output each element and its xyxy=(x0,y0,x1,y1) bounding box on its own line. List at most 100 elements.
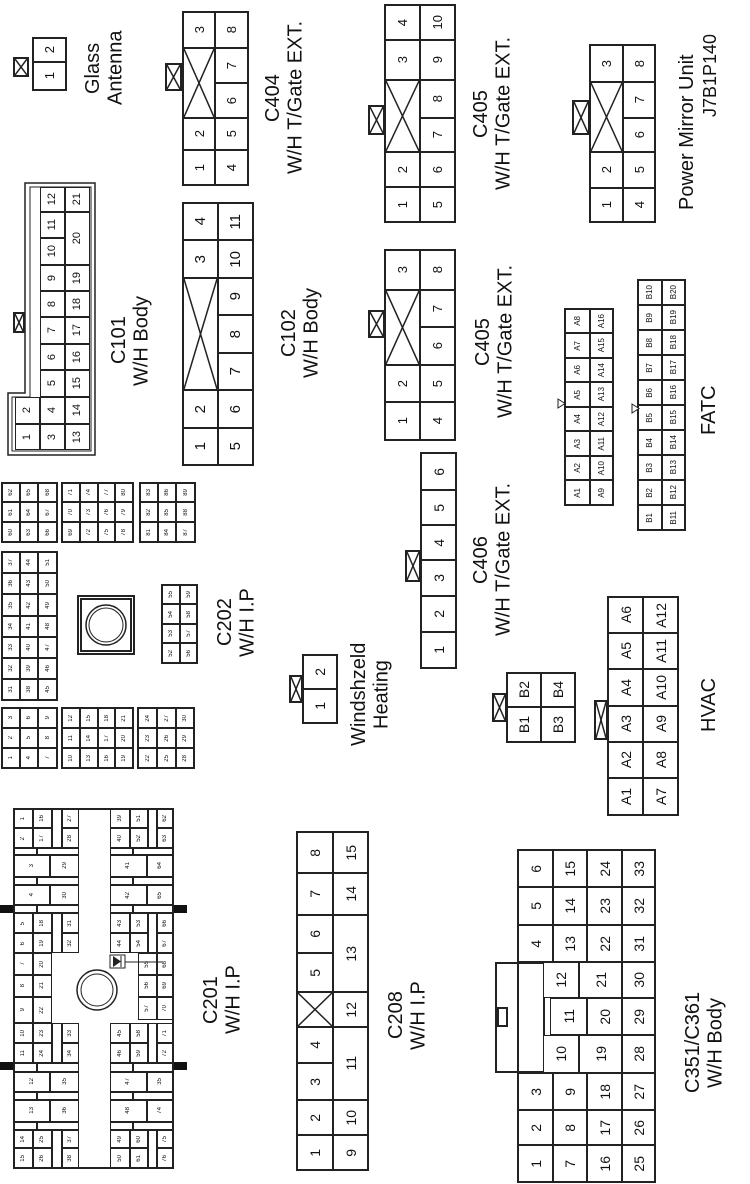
pin-cell: 9 xyxy=(333,1135,368,1170)
pin-cell: A4 xyxy=(608,669,643,706)
pin-cell: 52 xyxy=(130,828,149,849)
pin-number: 3 xyxy=(395,266,410,274)
spacer-cell xyxy=(36,876,79,885)
pin-cell: 3 xyxy=(40,424,65,450)
pin-number: 2 xyxy=(42,46,57,54)
pin-number: 64 xyxy=(156,862,163,870)
pin-cell: 86 xyxy=(158,483,176,502)
pin-number: 6 xyxy=(430,342,445,350)
pin-cell: 29 xyxy=(50,855,79,877)
pin-number: 74 xyxy=(86,489,92,496)
pin-number: 4 xyxy=(430,417,445,425)
pin-number: 16 xyxy=(39,814,46,822)
pin-cell: 5 xyxy=(20,728,38,748)
pin-cell: 18 xyxy=(33,913,52,934)
pin-number: 10 xyxy=(20,1029,27,1037)
pin-number: 38 xyxy=(26,686,32,693)
pin-number: 48 xyxy=(125,1107,132,1115)
pin-cell: 76 xyxy=(156,1148,174,1169)
pin-number: B18 xyxy=(668,335,678,350)
pin-number: B13 xyxy=(668,460,678,475)
pin-cell: B6 xyxy=(638,380,662,405)
pin-cell: B4 xyxy=(541,673,575,707)
pin-number: 76 xyxy=(161,1154,168,1162)
pin-cell: 30 xyxy=(622,962,655,998)
pin-number: 66 xyxy=(161,919,168,927)
pin-cell: 7 xyxy=(40,317,65,344)
pin-number: 34 xyxy=(67,1049,74,1057)
pin-cell: B20 xyxy=(662,280,685,305)
pin-cell: 9 xyxy=(13,996,34,1024)
pin-cell: 3 xyxy=(518,1073,553,1110)
pin-cell: 9 xyxy=(420,40,455,80)
pin-cell: 31 xyxy=(2,679,20,700)
pin-cell: 15 xyxy=(13,1148,34,1169)
pin-number: B3 xyxy=(645,462,654,473)
pin-cell: 57 xyxy=(138,996,157,1020)
pin-cell: A1 xyxy=(565,480,590,505)
pin-cell: 62 xyxy=(156,808,174,829)
pin-cell: B17 xyxy=(662,355,685,380)
pin-cell: 69 xyxy=(62,522,80,542)
pin-cell: 31 xyxy=(622,925,655,962)
pin-number: 45 xyxy=(44,686,51,693)
pin-number: 69 xyxy=(68,528,74,536)
pin-cell: B10 xyxy=(638,280,662,305)
pin-number: 31 xyxy=(67,919,74,927)
pin-cell: 10 xyxy=(62,748,80,768)
spacer-cell xyxy=(110,1091,134,1100)
pin-number: 10 xyxy=(430,15,445,30)
spacer-cell xyxy=(13,1091,37,1100)
pin-number: 13 xyxy=(562,935,578,952)
pin-cell: 1 xyxy=(590,188,623,222)
pin-number: B10 xyxy=(645,285,654,300)
pin-cell: 46 xyxy=(110,1043,130,1064)
blocked-cavity-x-icon xyxy=(385,290,420,365)
pin-cell: 2 xyxy=(303,655,337,689)
pin-number: 56 xyxy=(185,649,192,657)
pin-cell: B15 xyxy=(662,405,685,430)
pin-cell: 18 xyxy=(587,1073,622,1110)
pin-number: 4 xyxy=(430,538,447,547)
spacer-cell xyxy=(110,905,134,914)
pin-number: B4 xyxy=(645,437,654,448)
power-mirror-label: Power Mirror Unit xyxy=(676,40,698,225)
pin-cell: 71 xyxy=(156,1023,174,1044)
pin-number: 18 xyxy=(596,1083,613,1100)
pin-cell: A5 xyxy=(565,382,590,407)
pin-number: 30 xyxy=(182,714,188,722)
pin-cell: 3 xyxy=(183,12,215,48)
pin-number: 6 xyxy=(430,165,445,174)
pin-number: 25 xyxy=(630,1155,647,1172)
pin-number: 59 xyxy=(185,591,192,598)
pin-cell: A8 xyxy=(643,742,678,778)
pin-cell: 2 xyxy=(2,728,20,748)
pin-number: 14 xyxy=(342,886,359,902)
pin-number: B2 xyxy=(516,681,532,699)
pin-number: A8 xyxy=(652,751,669,769)
pin-cell: 17 xyxy=(65,317,90,344)
pin-cell: 32 xyxy=(2,658,20,679)
pin-number: 6 xyxy=(20,941,27,945)
pin-cell: 14 xyxy=(65,397,90,424)
label-line: C102 xyxy=(278,309,300,357)
c351-housing-key xyxy=(497,1007,508,1027)
pin-number: 23 xyxy=(596,898,613,914)
pin-cell: 47 xyxy=(110,1071,147,1092)
pin-number: 13 xyxy=(86,754,92,762)
pin-cell: 38 xyxy=(20,679,38,700)
pin-number: A3 xyxy=(617,715,634,733)
pin-number: B7 xyxy=(645,362,654,373)
pin-cell: B12 xyxy=(662,480,685,505)
pin-cell: A2 xyxy=(608,742,643,778)
pin-number: A4 xyxy=(617,678,634,697)
pin-cell: 2 xyxy=(590,152,623,188)
pin-cell: 19 xyxy=(65,265,90,291)
pin-number: 29 xyxy=(182,734,188,742)
pin-cell: 61 xyxy=(130,1148,149,1169)
pin-number: 60 xyxy=(136,1135,143,1143)
pin-number: 7 xyxy=(430,131,445,139)
pin-cell: 74 xyxy=(146,1100,174,1122)
pin-number: 7 xyxy=(20,962,27,966)
pin-cell: 59 xyxy=(130,1043,149,1064)
